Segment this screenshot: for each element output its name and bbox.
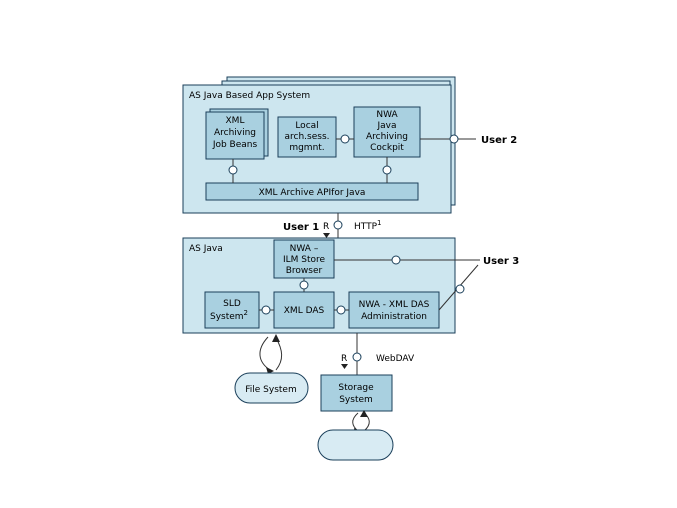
storage-line-1: Storage [338,383,374,393]
xml-das-box [273,291,335,329]
arrow-down-top [323,233,330,238]
as-java-title: AS Java [189,244,223,254]
interface-circle-admin-user3 [455,284,465,294]
arrow-to-filesystem [266,367,274,374]
curve-to-filesystem [259,336,271,371]
ilm-browser-line-1: NWA – [290,244,319,254]
job-beans-line-1: XML [226,116,245,126]
storage-line-2: System [339,395,373,405]
http-label: HTTP1 [354,219,382,232]
curve-storage-down [352,412,359,432]
r-label-top: R [323,222,329,232]
webdav-label: WebDAV [376,354,415,364]
nwa-cockpit-line-2: Java [376,121,396,131]
nwa-cockpit-line-3: Archiving [366,132,408,142]
job-beans-line-3: Job Beans [212,140,258,150]
nwa-das-admin-box [348,291,440,329]
file-system-label: File System [245,385,296,395]
interface-circle-beans-api [228,165,238,175]
xml-api-label: XML Archive APIfor Java [259,188,366,198]
sld-box [204,291,260,329]
file-system-pill [234,372,309,404]
interface-circle-sld-das [261,305,271,315]
arrow-from-filesystem [272,334,280,342]
local-session-line-3: mgmnt. [289,143,324,153]
interface-circle-user2 [449,134,459,144]
storage-media-pill [317,429,394,461]
interface-circle-webdav [352,352,362,362]
ilm-browser-line-2: ILM Store [283,255,326,265]
sld-line-2: System2 [210,309,248,322]
sld-superscript: 2 [244,309,248,317]
arrow-storage-up [360,410,368,417]
job-beans-line-2: Archiving [214,128,256,138]
r-label-bottom: R [341,354,347,364]
nwa-cockpit-line-4: Cockpit [370,143,404,153]
nwa-cockpit-line-1: NWA [376,110,398,120]
local-session-box [277,116,337,158]
local-session-line-2: arch.sess. [285,132,330,142]
job-beans-box [205,111,265,160]
xml-api-bar [205,182,419,201]
storage-system-box [320,374,393,412]
app-system-title: AS Java Based App System [189,91,310,101]
interface-circle-ilm-das [299,280,309,290]
interface-circle-local-cockpit [340,134,350,144]
http-superscript: 1 [377,219,381,227]
http-text: HTTP [354,222,378,232]
user1-label: User 1 [283,222,319,233]
sld-line-1: SLD [223,299,241,309]
nwa-das-admin-line-2: Administration [361,312,427,322]
interface-circle-ilm-user3 [391,255,401,265]
ilm-browser-line-3: Browser [286,266,323,276]
user3-label: User 3 [483,256,519,267]
interface-circle-http [333,220,343,230]
sld-line-2-text: System [210,312,244,322]
curve-from-filesystem [275,337,283,371]
interface-circle-cockpit-api [382,165,392,175]
arrow-down-bottom [341,364,348,369]
nwa-das-admin-line-1: NWA - XML DAS [359,300,430,310]
user2-label: User 2 [481,135,517,146]
xml-das-label: XML DAS [284,306,325,316]
local-session-line-1: Local [295,121,318,131]
interface-circle-das-admin [336,305,346,315]
